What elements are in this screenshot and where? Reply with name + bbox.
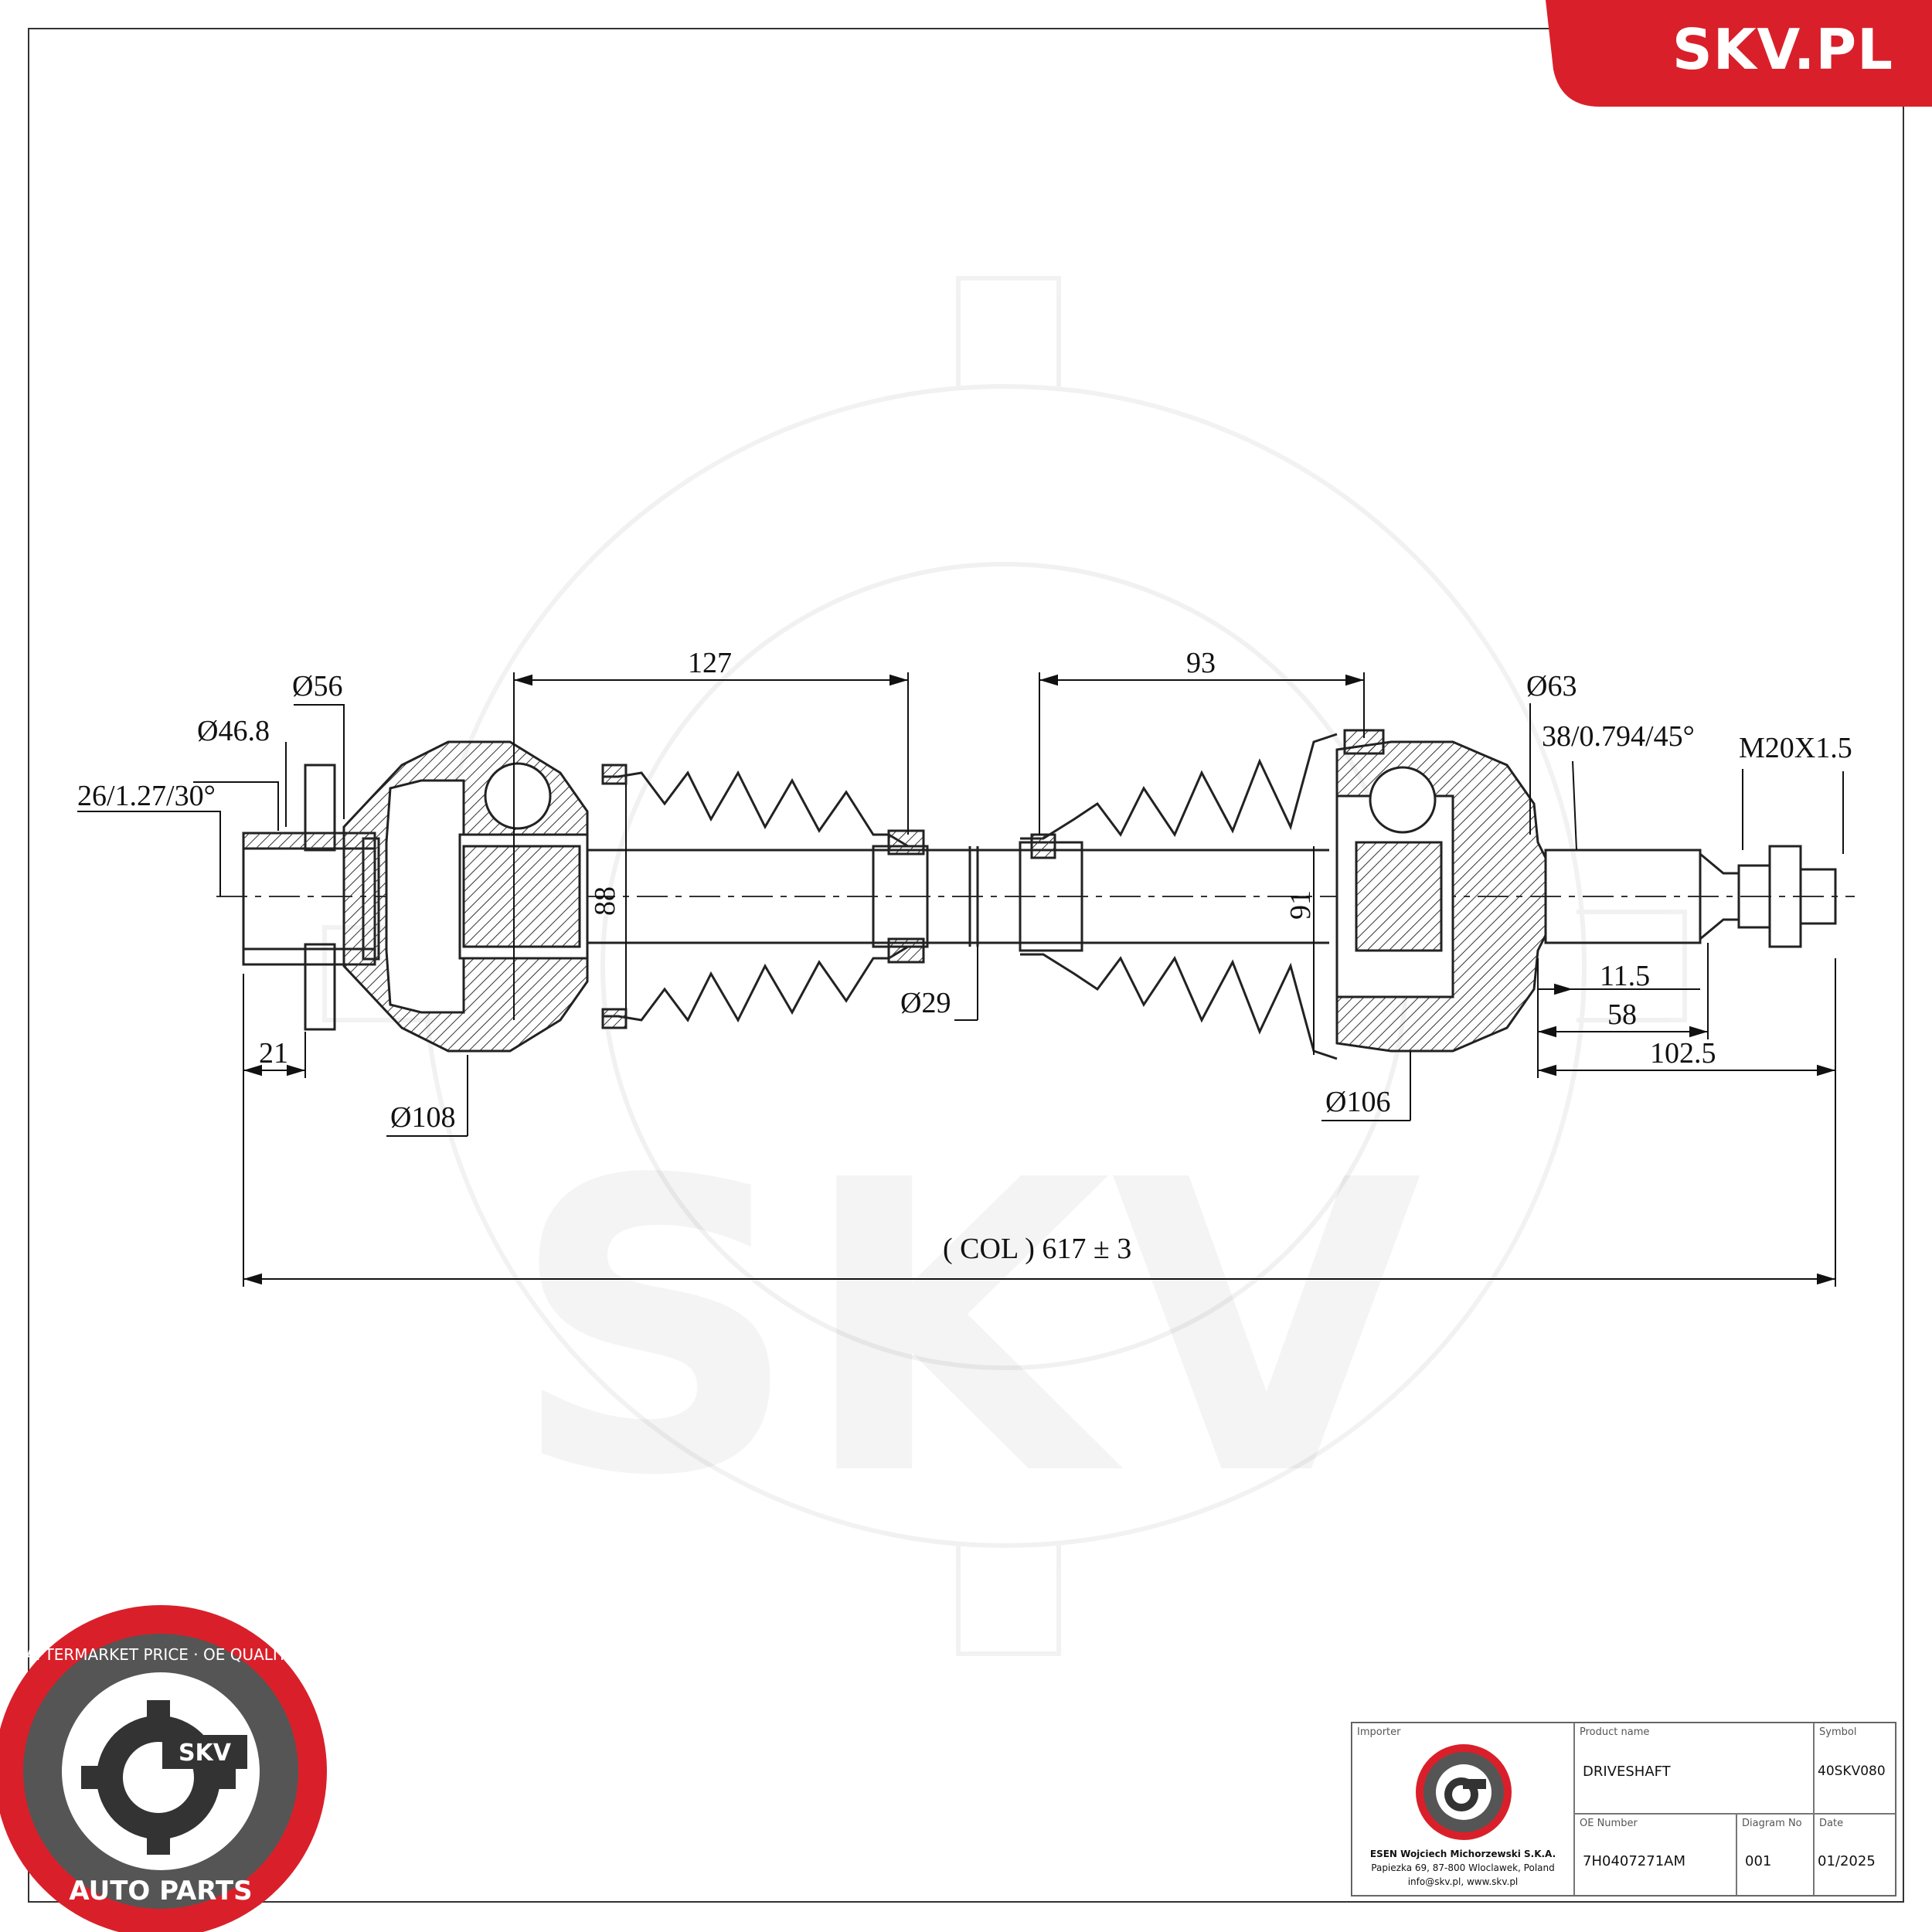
seal-bottom-text: AUTO PARTS — [69, 1876, 252, 1906]
dim-102-5: 102.5 — [1650, 1037, 1716, 1070]
tb-diagram-value: 001 — [1745, 1853, 1772, 1869]
tb-importer-line-1: ESEN Wojciech Michorzewski S.K.A. — [1369, 1849, 1556, 1859]
dim-d56: Ø56 — [292, 670, 342, 702]
skv-seal: SKV AFTERMARKET PRICE · OE QUALITY AUTO … — [0, 1605, 327, 1932]
dim-11-5: 11.5 — [1600, 960, 1650, 992]
tb-diagram: Diagram No 001 — [1736, 1814, 1814, 1896]
tb-symbol-value: 40SKV080 — [1818, 1764, 1886, 1779]
brand-banner: SKV.PL — [1546, 0, 1932, 107]
dim-91: 91 — [1284, 890, 1317, 920]
dim-21: 21 — [259, 1037, 288, 1070]
dimension-lines — [77, 672, 1844, 1287]
tb-importer: Importer ESEN Wojciech Michorzewski S.K.… — [1352, 1723, 1574, 1896]
tb-importer-line-3: info@skv.pl, www.skv.pl — [1407, 1876, 1519, 1887]
stub-thread-hatch — [243, 833, 375, 849]
dim-58: 58 — [1607, 998, 1637, 1031]
tb-product-value: DRIVESHAFT — [1583, 1764, 1671, 1780]
inner-joint-housing — [342, 740, 589, 1053]
main-shaft — [587, 841, 1329, 952]
dim-d46-8: Ø46.8 — [197, 715, 270, 747]
seal-badge — [162, 1735, 247, 1769]
drawing-frame — [28, 28, 1904, 1903]
tb-date-label: Date — [1819, 1818, 1844, 1829]
dim-d108: Ø108 — [390, 1101, 455, 1134]
dimension-labels: Ø56 Ø46.8 26/1.27/30° 127 93 Ø63 38/0.79… — [77, 647, 1852, 1265]
seal-ring-text: AFTERMARKET PRICE · OE QUALITY — [26, 1645, 297, 1664]
title-block: Importer ESEN Wojciech Michorzewski S.K.… — [1351, 1722, 1896, 1896]
tb-oe-label: OE Number — [1580, 1818, 1638, 1829]
tb-date-value: 01/2025 — [1818, 1853, 1876, 1869]
tb-symbol-label: Symbol — [1819, 1726, 1857, 1738]
tb-importer-label: Importer — [1357, 1726, 1401, 1738]
seal-center-text: SKV — [179, 1740, 232, 1767]
dim-d63: Ø63 — [1526, 670, 1577, 702]
dim-d29: Ø29 — [900, 987, 951, 1019]
tb-oe: OE Number 7H0407271AM — [1574, 1814, 1736, 1896]
brand-banner-shape — [1546, 0, 1932, 107]
outer-joint-housing — [1335, 740, 1547, 1053]
watermark-text: SKV — [510, 1095, 1425, 1563]
brand-site: SKV.PL — [1672, 17, 1893, 82]
dim-127: 127 — [688, 647, 732, 679]
tb-importer-line-2: Papiezka 69, 87-800 Wloclawek, Poland — [1371, 1862, 1555, 1873]
dim-93: 93 — [1186, 647, 1216, 679]
tb-product: Product name DRIVESHAFT — [1574, 1723, 1814, 1814]
tb-oe-value: 7H0407271AM — [1583, 1853, 1685, 1869]
outer-boot — [1020, 729, 1385, 1060]
tb-symbol: Symbol 40SKV080 — [1814, 1723, 1896, 1814]
tb-product-label: Product name — [1580, 1726, 1650, 1738]
tb-diagram-label: Diagram No — [1742, 1818, 1802, 1829]
dim-88: 88 — [589, 886, 621, 916]
dim-total-length: ( COL ) 617 ± 3 — [943, 1233, 1131, 1265]
tb-date: Date 01/2025 — [1814, 1814, 1896, 1896]
dim-spline-outer: 38/0.794/45° — [1542, 720, 1695, 753]
dim-d106: Ø106 — [1325, 1086, 1390, 1118]
dim-spline-inner: 26/1.27/30° — [77, 780, 216, 812]
tb-seal-icon — [1416, 1744, 1512, 1840]
inner-boot — [601, 764, 925, 1029]
dim-thread: M20X1.5 — [1739, 732, 1852, 764]
outer-stub-shaft — [1544, 845, 1837, 948]
